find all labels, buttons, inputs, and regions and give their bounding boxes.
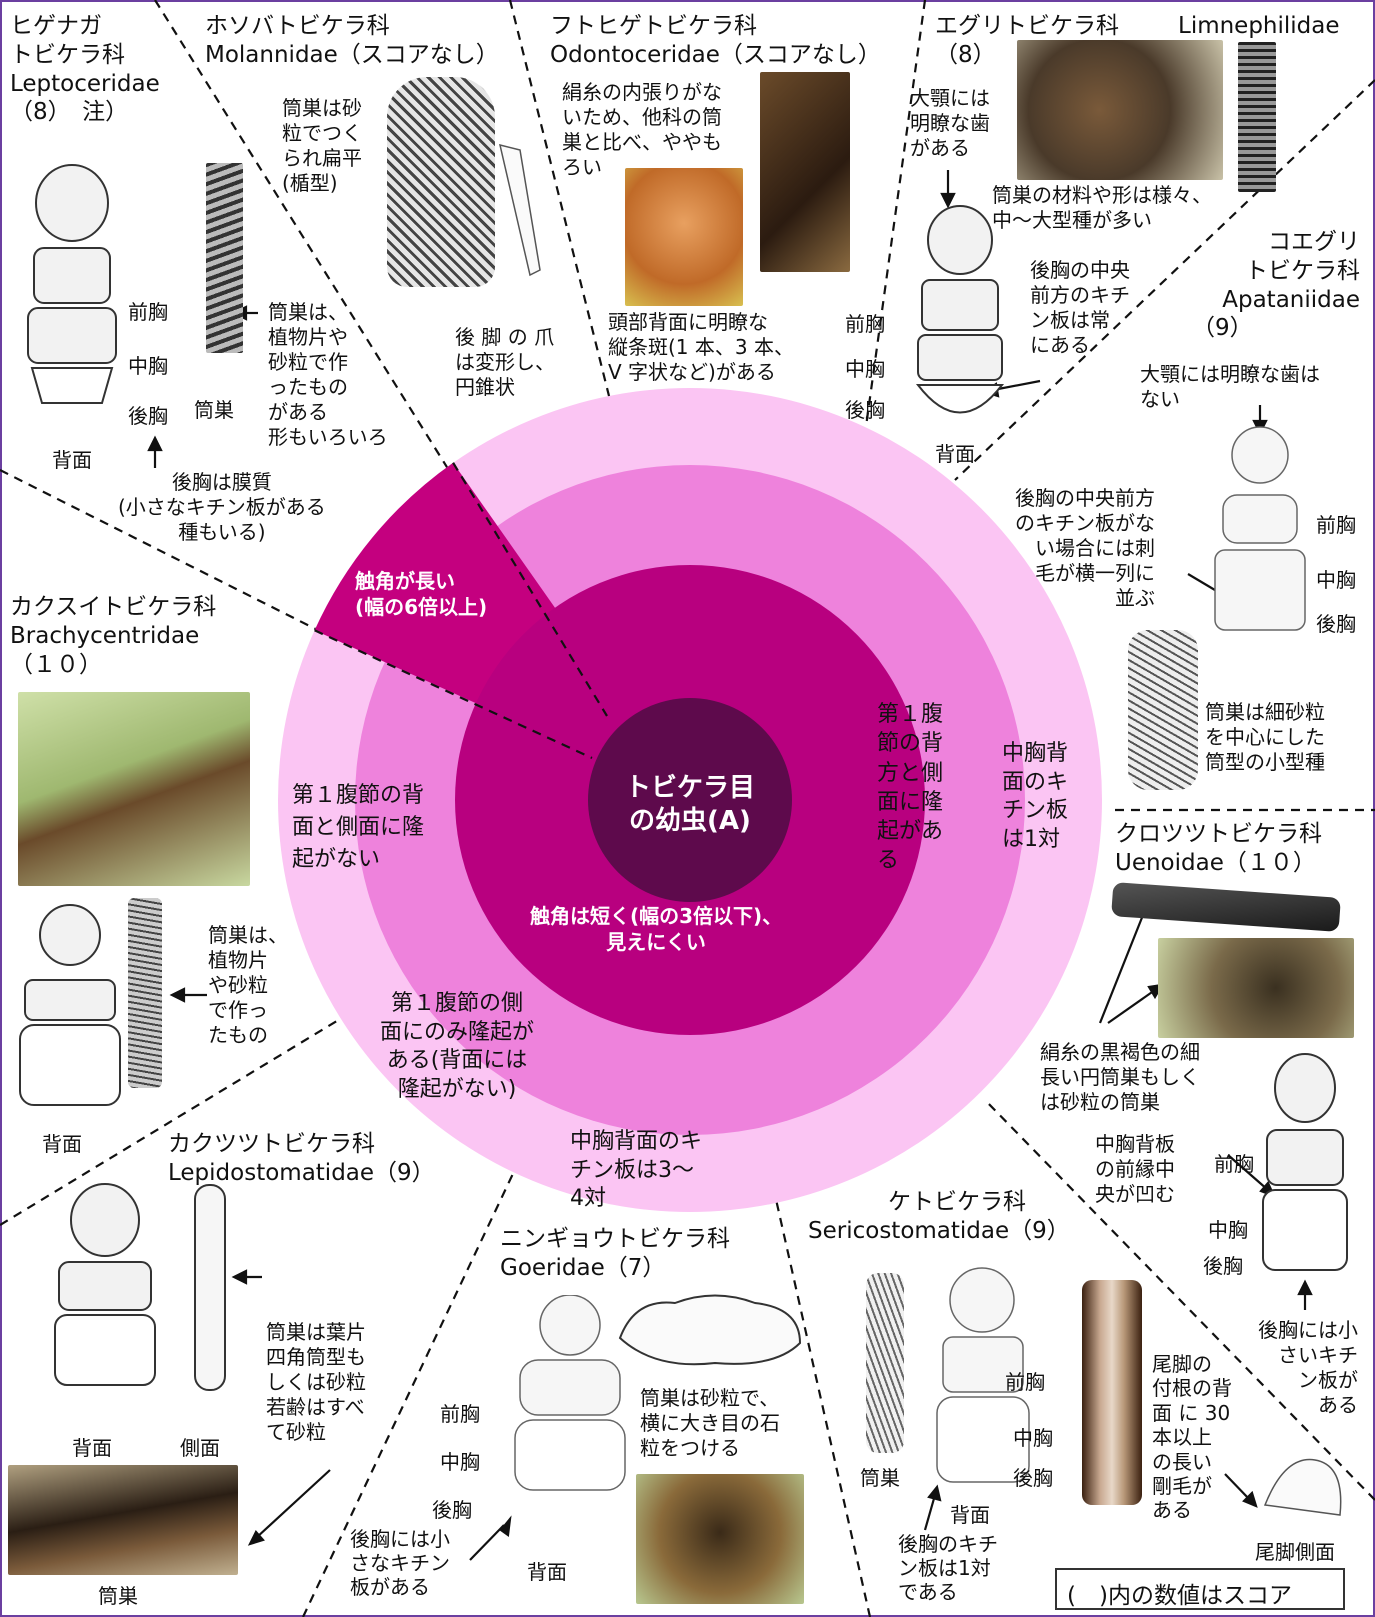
leptoceridae-meta-note: 後胸は膜質(小さなキチン板がある種もいる): [118, 470, 326, 544]
sericostomatidae-label-case: 筒巣: [860, 1466, 900, 1490]
sericostomatidae-proleg-sketch: [1255, 1445, 1350, 1535]
lepidostomatidae-case-photo: [8, 1465, 238, 1575]
leptoceridae-case-note: 筒巣は、植物片や砂粒で作ったものがある形もいろいろ: [268, 300, 388, 449]
limnephilidae-name: エグリトビケラ科（8）: [935, 13, 1119, 68]
goeridae-label-pro: 前胸: [440, 1402, 480, 1426]
apataniidae-label-meta: 後胸: [1316, 612, 1356, 636]
short-antenna-label: 触角は短く(幅の3倍以下)、見えにくい: [530, 904, 783, 954]
limnephilidae-larva-photo: [1017, 40, 1223, 180]
sericostomatidae-label-pro: 前胸: [1005, 1370, 1045, 1394]
uenoidae-meso-note: 中胸背板の前縁中央が凹む: [1095, 1132, 1175, 1206]
brachycentridae-case-sketch: [128, 898, 162, 1088]
limnephilidae-mandible-note: 大顎には明瞭な歯がある: [910, 86, 990, 160]
apataniidae-label-pro: 前胸: [1316, 513, 1356, 537]
molannidae-leg-sketch: [490, 140, 550, 280]
limnephilidae-latin: Limnephilidae: [1178, 13, 1340, 39]
goeridae-case-sketch: [615, 1288, 805, 1373]
no-hump-label: 第１腹節の背面と側面に隆起がない: [292, 783, 425, 872]
apataniidae-label-meso: 中胸: [1316, 568, 1356, 592]
molannidae-case-note: 筒巣は砂粒でつくられ扁平(楯型): [282, 96, 362, 195]
apataniidae-mandible-note: 大顎には明瞭な歯はない: [1140, 362, 1320, 411]
goeridae-larva-sketch: [505, 1294, 635, 1495]
molannidae-leg-note: 後 脚 の 爪は変形し、円錐状: [455, 325, 555, 399]
lepidostomatidae-dorsal-sketch: [45, 1180, 165, 1395]
apataniidae-meta-note: 後胸の中央前方のキチン板がない場合には刺毛が横一列に並ぶ: [1015, 486, 1155, 610]
brachycentridae-larva-sketch: [15, 900, 125, 1110]
limnephilidae-label-meso: 中胸: [845, 357, 885, 381]
leptoceridae-label-meso: 中胸: [128, 354, 168, 378]
sericostomatidae-meta-note: 後胸のキチン板は1対である: [898, 1532, 998, 1604]
sericostomatidae-label-meta: 後胸: [1013, 1466, 1053, 1490]
lepidostomatidae-label-case: 筒巣: [98, 1584, 138, 1608]
goeridae-case-photo: [636, 1474, 804, 1604]
leptoceridae-label-case: 筒巣: [194, 398, 234, 422]
goeridae-label-meso: 中胸: [440, 1450, 480, 1474]
limnephilidae-meta-note: 後胸の中央前方のキチン板は常にある: [1030, 258, 1130, 357]
sericostomatidae-larva-photo: [1082, 1280, 1142, 1505]
odontoceridae-head-note: 頭部背面に明瞭な縦条斑(1 本、3 本、V 字状など)がある: [608, 310, 794, 384]
lepidostomatidae-lateral-sketch: [180, 1180, 240, 1395]
uenoidae-label-meta: 後胸: [1203, 1254, 1243, 1278]
long-antenna-label: 触角が長い(幅の6倍以上): [355, 569, 488, 619]
odontoceridae-case-photo: [760, 72, 850, 272]
odontoceridae-head-photo: [625, 168, 743, 306]
lepidostomatidae-label-lateral: 側面: [180, 1436, 220, 1460]
lepidostomatidae-case-note: 筒巣は葉片四角筒型もしくは砂粒若齢はすべて砂粒: [266, 1320, 366, 1444]
mesonotum-one-pair-label: 中胸背面のキチン板は1対: [1002, 741, 1069, 852]
uenoidae-larva-photo: [1158, 938, 1354, 1038]
sericostomatidae-larva-sketch: [925, 1265, 1040, 1490]
uenoidae-case-note: 絹糸の黒褐色の細長い円筒巣もしくは砂粒の筒巣: [1040, 1040, 1200, 1114]
uenoidae-label-meso: 中胸: [1208, 1218, 1248, 1242]
brachycentridae-case-note: 筒巣は、植物片や砂粒で作ったもの: [208, 923, 288, 1047]
lepidostomatidae-label-dorsal: 背面: [72, 1436, 112, 1460]
odontoceridae-case-note: 絹糸の内張りがないため、他科の筒巣と比べ、ややもろい: [562, 80, 722, 179]
hump-side-only-label: 第１腹節の側面にのみ隆起がある(背面には隆起がない): [380, 991, 535, 1102]
leptoceridae-case-sketch: [206, 163, 243, 353]
goeridae-meta-note: 後胸には小さなキチン板がある: [350, 1527, 450, 1599]
molannidae-case-sketch: [387, 77, 495, 287]
hump-back-side-label: 第１腹節の背方と側面に隆起がある: [877, 702, 944, 874]
uenoidae-label-pro: 前胸: [1214, 1152, 1254, 1176]
sericostomatidae-label-meso: 中胸: [1013, 1426, 1053, 1450]
limnephilidae-larva-sketch: [910, 200, 1010, 430]
goeridae-label-dorsal: 背面: [527, 1560, 567, 1584]
hub: [588, 698, 792, 902]
limnephilidae-label-pro: 前胸: [845, 312, 885, 336]
mesonotum-three-four-label: 中胸背面のキチン板は3〜4対: [570, 1129, 703, 1212]
brachycentridae-photo: [18, 692, 250, 886]
apataniidae-case-note: 筒巣は細砂粒を中心にした筒型の小型種: [1205, 700, 1325, 774]
leptoceridae-label-pro: 前胸: [128, 300, 168, 324]
apataniidae-case-sketch: [1128, 630, 1198, 790]
uenoidae-larva-sketch: [1255, 1050, 1355, 1280]
score-legend: ( )内の数値はスコア: [1055, 1568, 1345, 1610]
apataniidae-larva-sketch: [1205, 425, 1315, 635]
brachycentridae-label-dorsal: 背面: [42, 1132, 82, 1156]
sericostomatidae-case-sketch: [866, 1273, 904, 1453]
sericostomatidae-label-dorsal: 背面: [950, 1503, 990, 1527]
sericostomatidae-label-proleg: 尾脚側面: [1255, 1540, 1335, 1564]
center-title: トビケラ目の幼虫(A): [624, 773, 755, 836]
limnephilidae-case-sketch: [1238, 42, 1276, 192]
limnephilidae-label-meta: 後胸: [845, 398, 885, 422]
goeridae-case-note: 筒巣は砂粒で、横に大き目の石粒をつける: [640, 1386, 780, 1460]
uenoidae-meta-note: 後胸には小さいキチン板がある: [1258, 1318, 1358, 1417]
limnephilidae-case-note: 筒巣の材料や形は様々、中〜大型種が多い: [992, 183, 1212, 232]
goeridae-label-meta: 後胸: [432, 1498, 472, 1522]
leptoceridae-label-meta: 後胸: [128, 404, 168, 428]
limnephilidae-label-dorsal: 背面: [935, 442, 975, 466]
leptoceridae-label-dorsal: 背面: [52, 448, 92, 472]
leptoceridae-larva-sketch: [22, 163, 122, 408]
